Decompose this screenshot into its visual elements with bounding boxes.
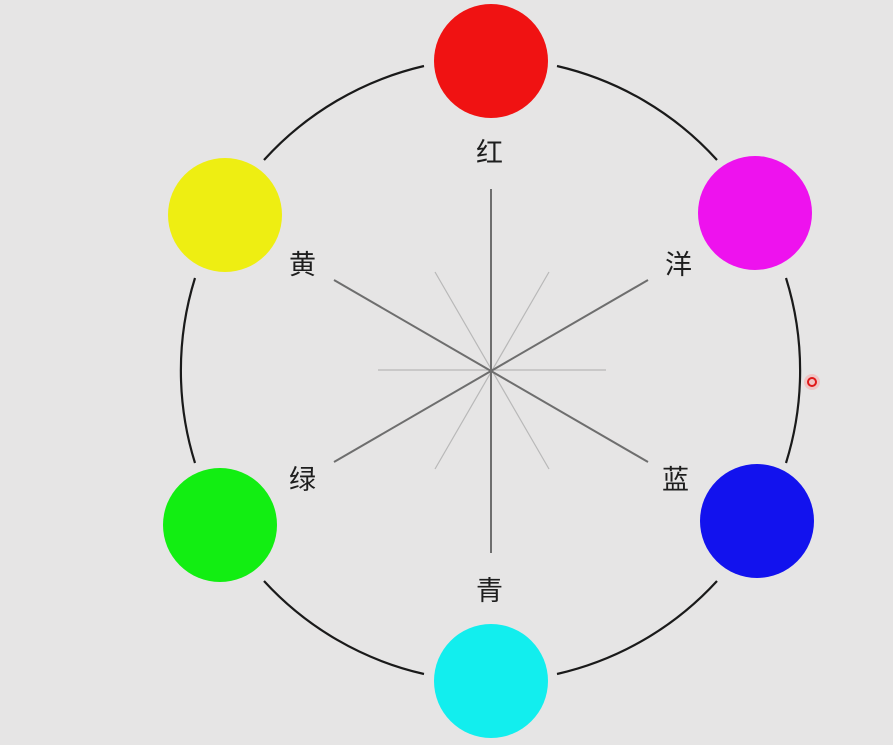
major-spokes [333,189,649,553]
red-circle [434,4,548,118]
blue-circle [700,464,814,578]
yellow-circle [168,158,282,272]
color-swatches [163,4,814,738]
outer-ring [179,64,802,676]
ring-arc-red-magenta [556,64,718,161]
label-cyan: 青 [476,576,503,607]
cyan-circle [434,624,548,738]
ring-arc-cyan-green [263,580,425,676]
ring-arc-magenta-blue [784,277,802,464]
label-magenta: 洋 [665,250,692,281]
color-labels: 红 洋 蓝 青 绿 黄 [289,138,692,607]
spoke-green-magenta [333,279,649,463]
ring-arc-green-yellow [179,277,197,464]
label-red: 红 [476,138,503,169]
label-blue: 蓝 [662,465,689,496]
cursor-indicator-icon [804,374,820,390]
label-green: 绿 [289,465,316,496]
label-yellow: 黄 [289,250,316,281]
green-circle [163,468,277,582]
ring-arc-blue-cyan [556,580,718,676]
ring-arc-yellow-red [263,64,425,161]
magenta-circle [698,156,812,270]
